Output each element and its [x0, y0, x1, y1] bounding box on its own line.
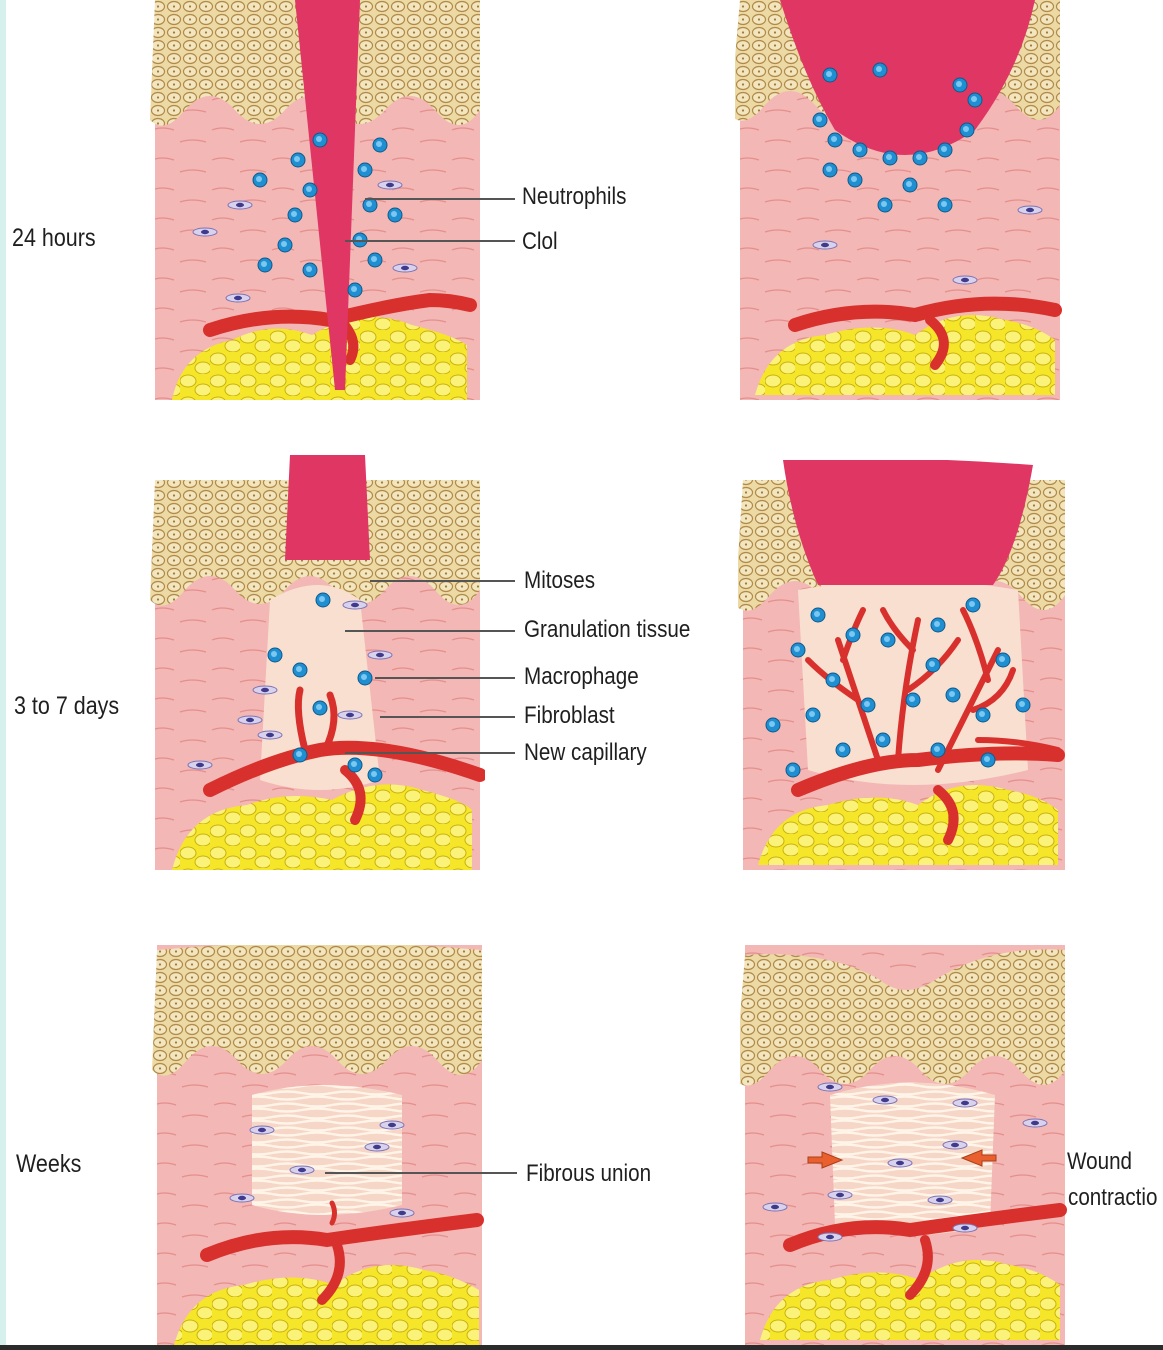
tissue-24h-incision [150, 0, 485, 400]
callout-fibrous-union: Fibrous union [526, 1160, 651, 1188]
callout-clot: Clol [522, 228, 558, 256]
row-label-3-to-7-days: 3 to 7 days [14, 692, 119, 721]
callout-macrophage: Macrophage [524, 663, 639, 691]
side-note-wound: Wound [1067, 1148, 1132, 1176]
leader-line [345, 752, 515, 754]
callout-new-capillary: New capillary [524, 739, 647, 767]
callout-granulation-tissue: Granulation tissue [524, 616, 690, 644]
bottom-rule [0, 1345, 1163, 1350]
side-note-contraction: contractio [1068, 1184, 1157, 1212]
callout-neutrophils: Neutrophils [522, 183, 626, 211]
tissue-3-7d-open-granulation [738, 460, 1070, 870]
row-label-weeks: Weeks [16, 1150, 81, 1179]
tissue-weeks-wound-contraction [740, 945, 1070, 1345]
leader-line [375, 677, 515, 679]
leader-line [345, 630, 515, 632]
leader-line [380, 716, 515, 718]
left-frame-strip [0, 0, 6, 1350]
row-label-24-hours: 24 hours [12, 224, 96, 253]
callout-mitoses: Mitoses [524, 567, 595, 595]
leader-line [370, 580, 515, 582]
leader-line [325, 1172, 517, 1174]
tissue-weeks-fibrous-union [152, 945, 487, 1345]
callout-fibroblast: Fibroblast [524, 702, 615, 730]
leader-line [345, 240, 515, 242]
tissue-24h-open-wound [735, 0, 1065, 400]
leader-line [365, 198, 515, 200]
tissue-3-7d-granulation [150, 450, 485, 870]
